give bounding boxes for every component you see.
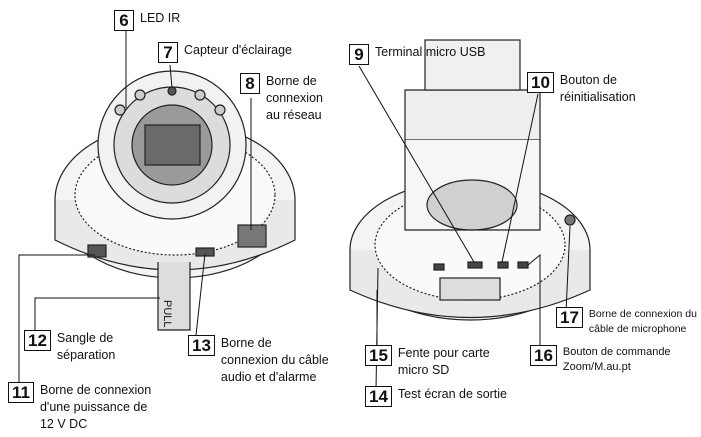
micro-usb-port (467, 261, 483, 269)
callout-number: 16 (530, 345, 557, 366)
callout-number: 9 (349, 44, 369, 65)
callout-led-ir: 6 LED IR (114, 10, 180, 31)
leader-9 (358, 65, 475, 263)
callout-network-terminal: 8 Borne de connexion au réseau (240, 73, 323, 124)
callout-label: Test écran de sortie (397, 387, 508, 401)
callout-number: 11 (8, 382, 34, 403)
callout-number: 15 (365, 345, 392, 366)
callout-label: Borne de connexion du câble de microphon… (588, 308, 697, 335)
video-out-test (433, 263, 445, 271)
right-inner-gear (426, 179, 518, 231)
callout-number: 14 (365, 386, 392, 407)
callout-label: LED IR (140, 11, 181, 25)
right-lens-head (404, 89, 541, 141)
callout-label: Borne de connexion au réseau (266, 74, 323, 122)
callout-number: 12 (24, 330, 51, 351)
leader-16 (527, 253, 541, 348)
callout-number: 7 (158, 42, 178, 63)
power-connector (87, 244, 107, 258)
callout-number: 10 (527, 72, 554, 93)
leader-10 (501, 93, 539, 263)
left-lens-glass (144, 124, 201, 166)
leader-17 (565, 225, 571, 313)
callout-mic-terminal: 17 Borne de connexion du câble de microp… (556, 307, 697, 337)
ir-led (114, 104, 126, 116)
callout-label: Capteur d'éclairage (184, 43, 293, 57)
callout-label: Borne de connexion du câble audio et d'a… (220, 336, 329, 384)
callout-label: Sangle de séparation (56, 331, 116, 362)
mic-connector (564, 214, 576, 226)
callout-separation-strap: 12 Sangle de séparation (24, 330, 115, 364)
callout-power-terminal: 11 Borne de connexion d'une puissance de… (8, 382, 151, 433)
illumination-sensor (167, 86, 177, 96)
callout-number: 13 (188, 335, 215, 356)
callout-micro-usb: 9 Terminal micro USB (349, 44, 485, 65)
leader-7 (169, 64, 173, 89)
micro-sd-slot (439, 277, 501, 301)
leader-11 (18, 254, 95, 392)
separation-strap (157, 262, 191, 331)
network-port (237, 224, 267, 248)
callout-micro-sd-slot: 15 Fente pour carte micro SD (365, 345, 490, 379)
leader-13 (195, 253, 206, 336)
callout-label: Terminal micro USB (375, 45, 486, 59)
callout-label: Borne de connexion d'une puissance de 12… (39, 383, 152, 431)
callout-video-out-test: 14 Test écran de sortie (365, 386, 507, 407)
callout-zoom-focus-button: 16 Bouton de commande Zoom/M.au.pt (530, 345, 671, 375)
callout-number: 6 (114, 10, 134, 31)
callout-label: Bouton de réinitialisation (559, 73, 636, 104)
callout-reset-button: 10 Bouton de réinitialisation (527, 72, 636, 106)
zoom-focus-button (517, 261, 529, 269)
callout-label: Bouton de commande Zoom/M.au.pt (562, 346, 671, 373)
callout-label: Fente pour carte micro SD (397, 346, 490, 377)
callout-number: 8 (240, 73, 260, 94)
leader-12 (34, 297, 160, 330)
right-head-top (424, 39, 521, 91)
ir-led (194, 89, 206, 101)
reset-button (497, 261, 509, 269)
ir-led (214, 104, 226, 116)
strap-pull-text: PULL (161, 300, 173, 328)
callout-illumination-sensor: 7 Capteur d'éclairage (158, 42, 292, 63)
ir-led (134, 89, 146, 101)
callout-audio-alarm-terminal: 13 Borne de connexion du câble audio et … (188, 335, 329, 386)
callout-number: 17 (556, 307, 583, 328)
